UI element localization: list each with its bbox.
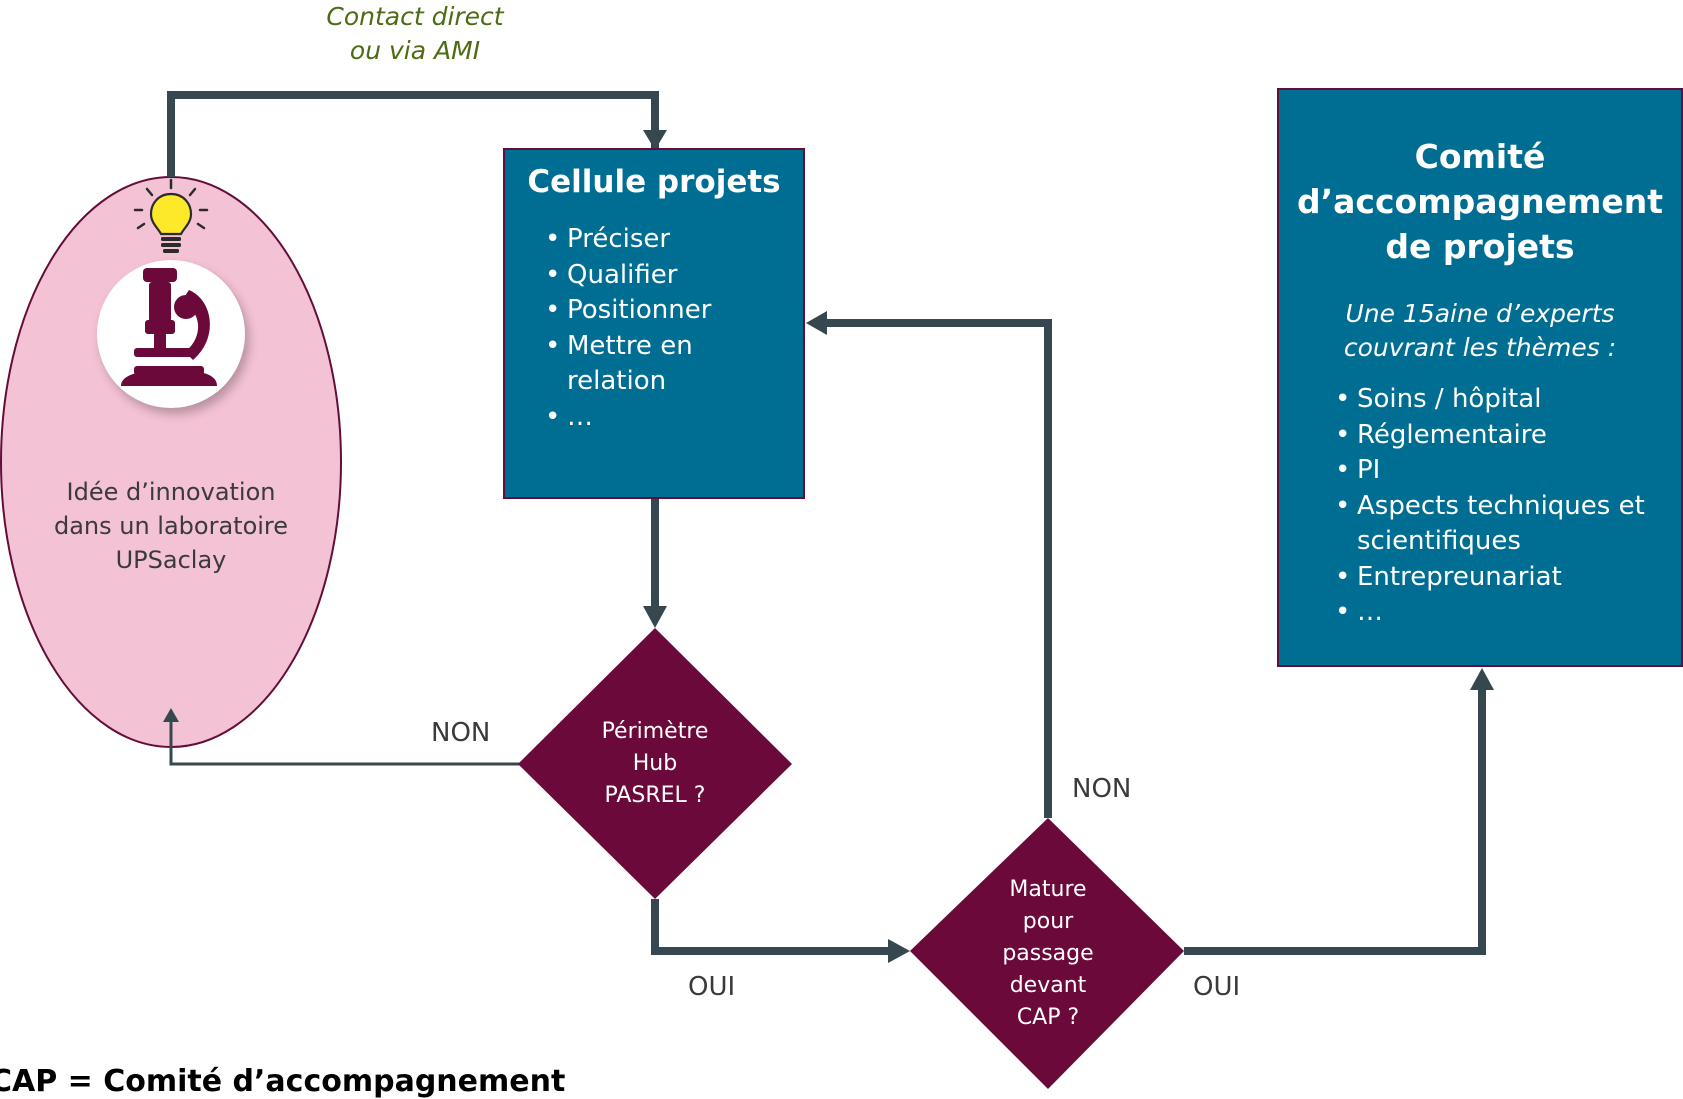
decision1-text: Périmètre Hub PASREL ? <box>570 716 740 812</box>
comite-item: PI <box>1331 453 1681 489</box>
comite-item: Réglementaire <box>1331 418 1681 454</box>
label-non-perimetre: NON <box>431 718 491 748</box>
lightbulb-icon <box>133 178 209 253</box>
cellule-item: Préciser <box>541 222 803 258</box>
decision1-line2: Hub <box>632 751 678 776</box>
contact-label: Contact direct ou via AMI <box>290 0 540 68</box>
comite-item: Entrepreunariat <box>1331 560 1681 596</box>
connector-cellule-arrowhead <box>643 606 667 628</box>
contact-label-line1: Contact direct <box>326 2 504 31</box>
comite-item: Soins / hôpital <box>1331 382 1681 418</box>
cellule-list: Préciser Qualifier Positionner Mettre en… <box>541 222 803 435</box>
microscope-icon <box>121 268 217 386</box>
idea-line2: dans un laboratoire <box>53 512 289 540</box>
comite-item: Aspects techniques et scientifiques <box>1331 489 1657 560</box>
footer-legend: CAP = Comité d’accompagnement <box>0 1064 566 1099</box>
comite-subtitle-line2: couvrant les thèmes : <box>1343 333 1617 362</box>
connector-non-2-arrowhead <box>806 311 827 335</box>
connector-non-1 <box>169 718 520 766</box>
decision-diamond-mature <box>910 818 1184 1089</box>
connector-oui-1 <box>651 899 892 955</box>
idea-line3: UPSaclay <box>115 546 227 574</box>
comite-subtitle-line1: Une 15aine d’experts <box>1345 299 1615 328</box>
comite-title: Comité d’accompagnement de projets <box>1296 137 1664 266</box>
decision2-text: Mature pour passage devant CAP ? <box>973 874 1123 1034</box>
cellule-item: … <box>541 400 803 436</box>
decision2-line3: passage <box>1002 941 1094 966</box>
label-oui-perimetre: OUI <box>688 972 736 1002</box>
connector-non-2 <box>825 319 1052 818</box>
idea-line1: Idée d’innovation <box>66 478 276 506</box>
cellule-item: Mettre en relation <box>541 329 727 400</box>
connector-oui-2 <box>1184 688 1486 955</box>
comite-item: … <box>1331 595 1681 631</box>
connector-oui-2-arrowhead <box>1470 668 1494 690</box>
decision1-line3: PASREL ? <box>604 783 706 808</box>
cellule-item: Positionner <box>541 293 803 329</box>
decision1-line1: Périmètre <box>601 719 709 744</box>
idea-description: Idée d’innovation dans un laboratoire UP… <box>30 475 312 577</box>
decision2-line4: devant <box>1009 973 1087 998</box>
contact-label-line2: ou via AMI <box>349 36 481 65</box>
label-oui-mature: OUI <box>1193 972 1241 1002</box>
decision2-line5: CAP ? <box>1016 1005 1080 1030</box>
connector-non-1-arrowhead <box>163 708 179 722</box>
cellule-item: Qualifier <box>541 258 803 294</box>
connector-contact-arrow <box>167 91 659 177</box>
decision-diamond-perimetre <box>518 628 792 899</box>
cellule-projets-box: Cellule projets Préciser Qualifier Posit… <box>503 148 805 499</box>
connector-contact-arrowhead <box>643 130 667 150</box>
decision2-line1: Mature <box>1009 877 1087 902</box>
connector-oui-1-arrowhead <box>888 939 910 963</box>
comite-list: Soins / hôpital Réglementaire PI Aspects… <box>1331 382 1681 631</box>
comite-box: Comité d’accompagnement de projets Une 1… <box>1277 88 1683 667</box>
decision2-line2: pour <box>1022 909 1074 934</box>
microscope-circle <box>97 260 245 408</box>
cellule-title: Cellule projets <box>527 164 781 200</box>
comite-subtitle: Une 15aine d’experts couvrant les thèmes… <box>1279 297 1681 365</box>
label-non-mature: NON <box>1072 774 1132 804</box>
